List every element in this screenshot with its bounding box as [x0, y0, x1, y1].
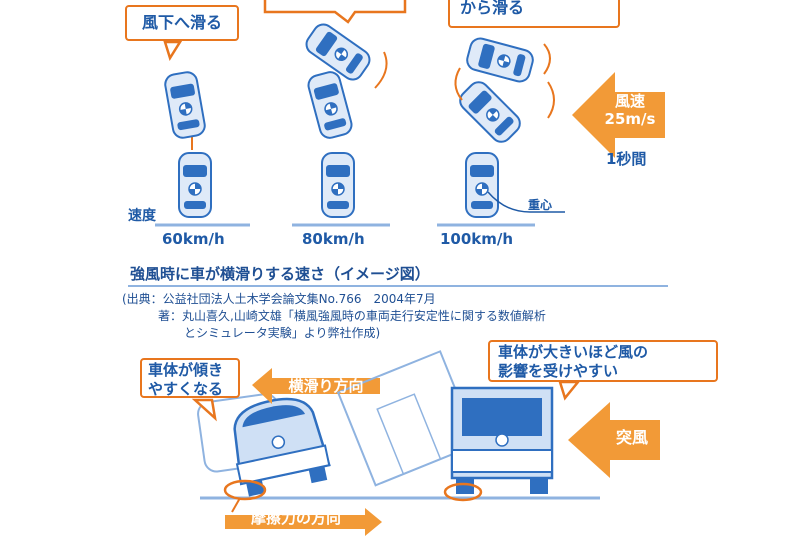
callout-slide-from: から滑る: [448, 0, 620, 28]
motion-arrow-80: [374, 51, 388, 89]
title-underline: [128, 285, 668, 287]
car-80-top: [301, 19, 375, 85]
diagram-top: [155, 0, 665, 227]
speed-100: 100km/h: [440, 230, 514, 248]
callout-pointer-left: [163, 40, 183, 61]
gust-arrow: [568, 402, 660, 478]
tire-friction-left: [223, 479, 267, 501]
cog-pointer: [487, 191, 565, 213]
callout-slide-downwind: 風下へ滑る: [125, 5, 239, 41]
friction-label: 摩擦力の方向: [250, 509, 341, 527]
tilt-callout-pointer: [191, 398, 217, 422]
callout-slide-downwind-text: 風下へ滑る: [141, 13, 222, 32]
callout-slide-from-text: から滑る: [460, 0, 525, 17]
figure-title: 強風時に車が横滑りする速さ（イメージ図）: [130, 265, 430, 283]
cog-label: 重心: [528, 198, 553, 212]
car-80-mid: [305, 68, 355, 142]
wind-arrow: [572, 72, 665, 158]
friction-connector: [231, 497, 241, 513]
small-car: [233, 397, 331, 497]
source-line-1: (出典：公益社団法人土木学会論文集No.766 2004年7月: [122, 292, 436, 306]
car-100-bottom: [465, 152, 499, 218]
source-line-3: とシミュレータ実験」より弊社作成): [184, 326, 381, 340]
sideslip-arrow: [252, 368, 380, 404]
car-60-top: [162, 69, 208, 141]
sideslip-label: 横滑り方向: [288, 377, 364, 395]
wind-duration: 1秒間: [606, 150, 647, 168]
gust-label: 突風: [615, 428, 648, 447]
speed-80: 80km/h: [302, 230, 365, 248]
callout-big-body-line2: 影響を受けやすい: [498, 362, 619, 380]
truck: [450, 386, 554, 494]
callout-tilt-line2: やすくなる: [148, 380, 224, 398]
car-80-bottom: [321, 152, 355, 218]
car-60-bottom: [178, 152, 212, 218]
callout-tilt: 車体が傾き やすくなる: [140, 358, 240, 398]
motion-arrow-100a: [547, 81, 555, 119]
bigbody-callout-pointer: [558, 380, 581, 401]
tire-friction-truck: [443, 482, 483, 502]
motion-arrow-100c: [454, 67, 463, 101]
callout-tilt-line1: 車体が傾き: [148, 361, 224, 379]
callout-top-mid: [263, 0, 407, 24]
source-line-2: 著：丸山喜久,山崎文雄「横風強風時の車両走行安定性に関する数値解析: [158, 309, 546, 323]
speed-60: 60km/h: [162, 230, 225, 248]
speed-axis-label: 速度: [128, 208, 156, 224]
wind-label: 風速 25m/s: [600, 92, 660, 128]
callout-big-body: 車体が大きいほど風の 影響を受けやすい: [488, 340, 718, 382]
diagram-bottom: [191, 350, 660, 536]
motion-arrow-100b: [543, 43, 551, 75]
car-100-top: [463, 35, 537, 85]
car-100-mid: [455, 77, 525, 147]
friction-arrow: [225, 502, 382, 536]
wind-label-text: 風速: [614, 92, 645, 110]
callout-big-body-line1: 車体が大きいほど風の: [498, 343, 649, 361]
wind-speed-text: 25m/s: [604, 110, 656, 128]
